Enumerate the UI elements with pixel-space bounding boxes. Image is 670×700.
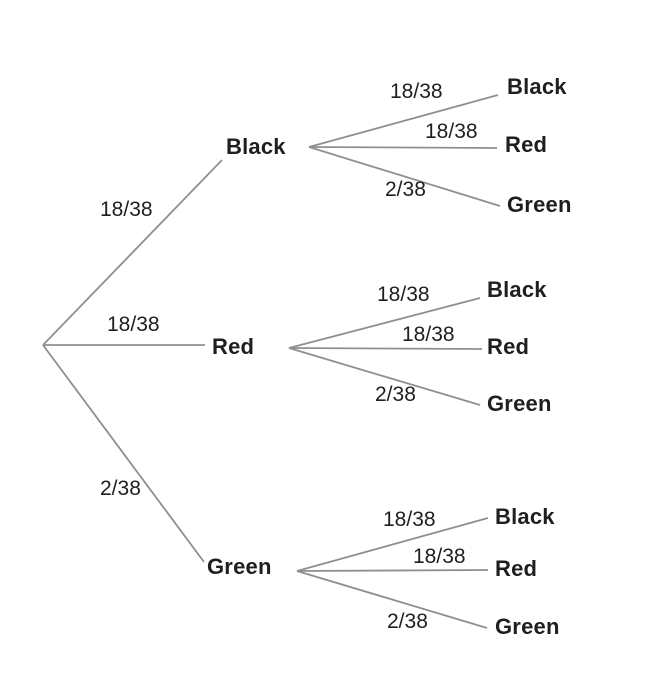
branch-probability-black-green: 2/38 (385, 178, 426, 201)
node-label-green-green: Green (495, 614, 560, 639)
node-label-black-red: Red (505, 132, 548, 157)
branch-probability-green-green: 2/38 (387, 610, 428, 633)
node-label-red-black: Black (487, 277, 547, 302)
branch-probability-black: 18/38 (100, 198, 153, 221)
edge-green-red (296, 569, 489, 572)
edge-black-green (308, 146, 501, 207)
branch-probability-red-black: 18/38 (377, 283, 430, 306)
node-label-black-black: Black (507, 74, 567, 99)
edge-green-black (296, 517, 489, 572)
node-label-black: Black (226, 134, 286, 159)
edge-black-black (308, 94, 499, 148)
branch-probability-green-black: 18/38 (383, 508, 436, 531)
edge-root-green (42, 344, 205, 563)
edge-black-red (308, 146, 498, 149)
branch-probability-red-green: 2/38 (375, 383, 416, 406)
branch-probability-red: 18/38 (107, 313, 160, 336)
node-label-green: Green (207, 554, 272, 579)
node-label-black-green: Green (507, 192, 572, 217)
edge-root-black (42, 159, 223, 346)
node-label-red-red: Red (487, 334, 530, 359)
edge-red-black (288, 297, 481, 349)
branch-probability-black-red: 18/38 (425, 120, 478, 143)
branch-probability-green: 2/38 (100, 477, 141, 500)
branch-probability-green-red: 18/38 (413, 545, 466, 568)
branch-probability-red-red: 18/38 (402, 323, 455, 346)
node-label-green-red: Red (495, 556, 538, 581)
node-label-red: Red (212, 334, 255, 359)
edge-red-red (288, 347, 483, 350)
edge-green-green (296, 570, 488, 629)
node-label-green-black: Black (495, 504, 555, 529)
node-label-red-green: Green (487, 391, 552, 416)
branch-probability-black-black: 18/38 (390, 80, 443, 103)
edge-red-green (288, 347, 481, 406)
